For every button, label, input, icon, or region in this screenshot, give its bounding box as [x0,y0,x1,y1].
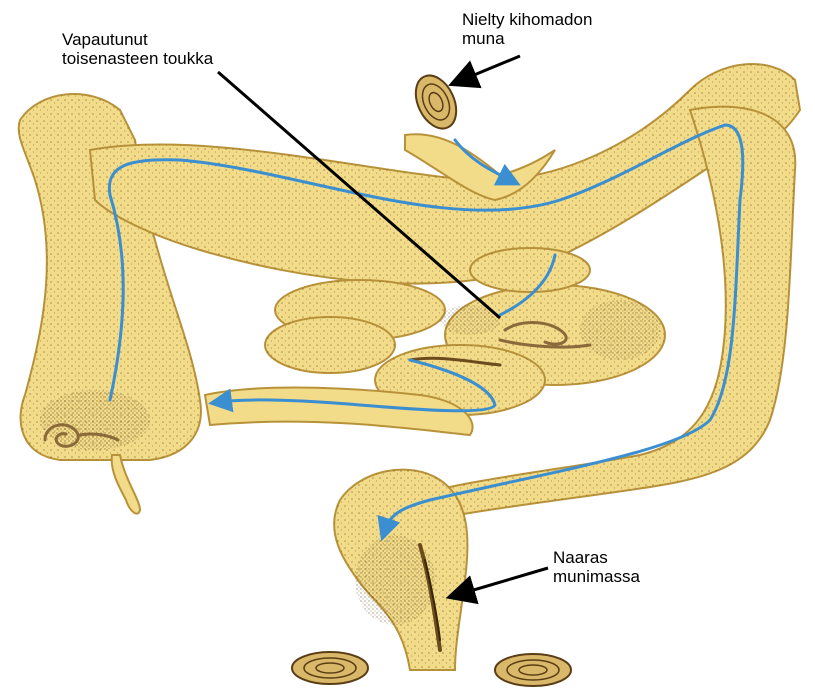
female-label: Naaras munimassa [553,548,640,586]
larva-label-line2: toisenasteen toukka [62,49,213,68]
pinworm-egg-icon [408,69,464,135]
bottom-egg-left-icon [292,652,368,684]
larva-label-line1: Vapautunut [62,30,213,49]
egg-label-line1: Nielty kihomadon [462,10,592,29]
egg-label: Nielty kihomadon muna [462,10,592,48]
bottom-egg-right-icon [495,654,571,686]
larva-label: Vapautunut toisenasteen toukka [62,30,213,68]
egg-label-line2: muna [462,29,592,48]
female-label-line2: munimassa [553,567,640,586]
female-label-line1: Naaras [553,548,640,567]
